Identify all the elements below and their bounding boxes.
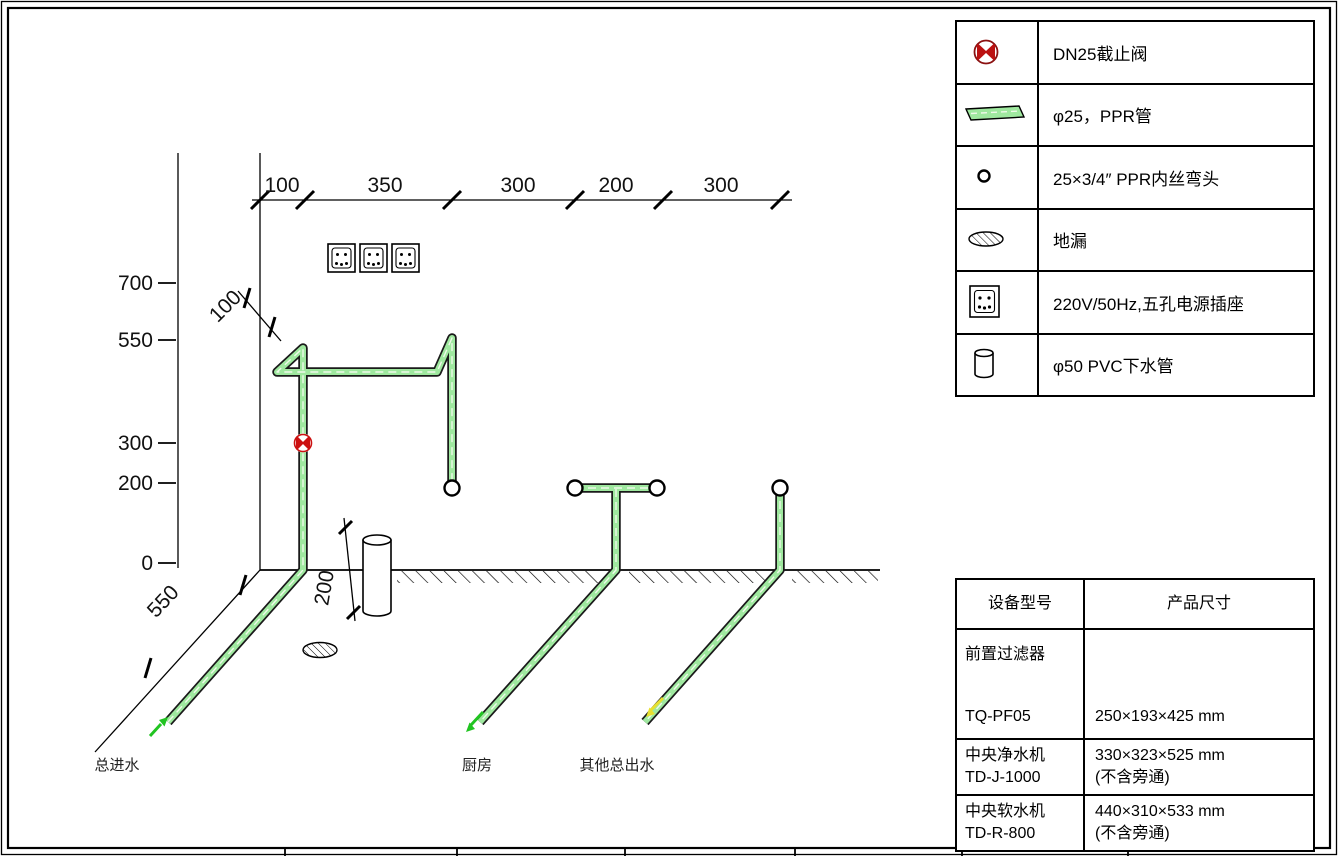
dimension-550: 550 — [143, 574, 248, 679]
ppr-pipe-icon — [957, 84, 1039, 145]
outlet-flow-arrow-icon — [646, 696, 665, 717]
kitchen-pipe — [476, 483, 657, 726]
model-name: 中央软水机 — [965, 803, 1046, 820]
table-row: 中央净水机 TD-J-1000 330×323×525 mm (不含旁通) — [957, 738, 1313, 794]
label-kitchen: 厨房 — [462, 757, 492, 774]
y-axis: 700 550 300 200 0 — [118, 153, 179, 575]
dim-label: 200 — [598, 174, 633, 197]
inlet-flow-arrow-icon — [148, 717, 168, 738]
header-model: 设备型号 — [957, 580, 1085, 628]
y-axis-label: 550 — [118, 329, 153, 352]
model-name: 前置过滤器 — [965, 646, 1046, 663]
dim-label: 100 — [264, 174, 299, 197]
dimension-100: 100 — [205, 286, 282, 342]
main-inlet-pipe — [164, 333, 457, 726]
legend-row: 地漏 — [957, 207, 1313, 270]
model-code: TQ-PF05 — [965, 708, 1031, 725]
legend-label: 25×3/4″ PPR内丝弯头 — [1053, 169, 1220, 189]
other-outlet-pipe — [641, 488, 785, 726]
dim-label: 300 — [500, 174, 535, 197]
model-name: 中央净水机 — [965, 747, 1046, 764]
power-socket — [359, 243, 388, 273]
product-size-note: (不含旁通) — [1095, 769, 1170, 786]
product-size: 440×310×533 mm — [1095, 803, 1225, 820]
model-code: TD-J-1000 — [965, 769, 1041, 786]
y-axis-label: 0 — [141, 552, 153, 575]
legend-label: 地漏 — [1053, 232, 1087, 252]
stop-valve — [293, 433, 313, 453]
legend-row: 220V/50Hz,五孔电源插座 — [957, 270, 1313, 333]
pvc-drain-pipe — [362, 534, 392, 617]
legend-row: φ25，PPR管 — [957, 82, 1313, 145]
header-size: 产品尺寸 — [1166, 595, 1231, 612]
y-axis-label: 200 — [118, 472, 153, 495]
floor-drain-icon — [957, 209, 1039, 270]
dim-label: 100 — [205, 286, 246, 327]
pvc-pipe-icon — [957, 334, 1039, 395]
dim-label: 350 — [367, 174, 402, 197]
dim-label: 550 — [143, 581, 184, 622]
legend-row: DN25截止阀 — [957, 22, 1313, 83]
elbow-fittings — [443, 479, 789, 497]
top-dimension-line: 100 350 300 200 300 — [249, 174, 792, 211]
inner-frame — [6, 6, 1332, 850]
label-other-outlet: 其他总出水 — [579, 757, 654, 774]
floor-drain — [302, 641, 338, 659]
dim-label: 300 — [703, 174, 738, 197]
y-axis-label: 300 — [118, 432, 153, 455]
legend-row: 25×3/4″ PPR内丝弯头 — [957, 145, 1313, 208]
power-socket — [327, 243, 356, 273]
product-size: 250×193×425 mm — [1095, 708, 1225, 725]
stop-valve-icon — [957, 22, 1039, 83]
table-row: 前置过滤器 TQ-PF05 250×193×425 mm — [957, 628, 1313, 738]
equipment-table-header: 设备型号 产品尺寸 — [957, 580, 1313, 628]
model-code: TD-R-800 — [965, 825, 1036, 842]
frame-ruler-ticks — [284, 848, 1129, 856]
product-size: 330×323×525 mm — [1095, 747, 1225, 764]
legend-table: DN25截止阀 φ25，PPR管 25×3/4″ PPR内丝弯头 — [955, 20, 1315, 397]
table-row: 中央软水机 TD-R-800 440×310×533 mm (不含旁通) — [957, 794, 1313, 850]
kitchen-flow-arrow-icon — [466, 710, 485, 732]
legend-row: φ50 PVC下水管 — [957, 332, 1313, 395]
elbow-icon — [957, 147, 1039, 208]
floor-line — [260, 569, 880, 583]
floor-edge-line — [94, 569, 261, 753]
equipment-table: 设备型号 产品尺寸 前置过滤器 TQ-PF05 250×193×425 mm 中… — [955, 578, 1315, 852]
power-socket-icon — [957, 272, 1039, 333]
legend-label: φ25，PPR管 — [1053, 107, 1152, 127]
legend-label: φ50 PVC下水管 — [1053, 357, 1174, 377]
label-main-inlet: 总进水 — [94, 757, 139, 774]
power-socket — [391, 243, 420, 273]
legend-label: DN25截止阀 — [1053, 44, 1148, 64]
y-axis-label: 700 — [118, 272, 153, 295]
dim-label: 200 — [310, 569, 339, 608]
product-size-note: (不含旁通) — [1095, 825, 1170, 842]
legend-label: 220V/50Hz,五孔电源插座 — [1053, 294, 1244, 314]
